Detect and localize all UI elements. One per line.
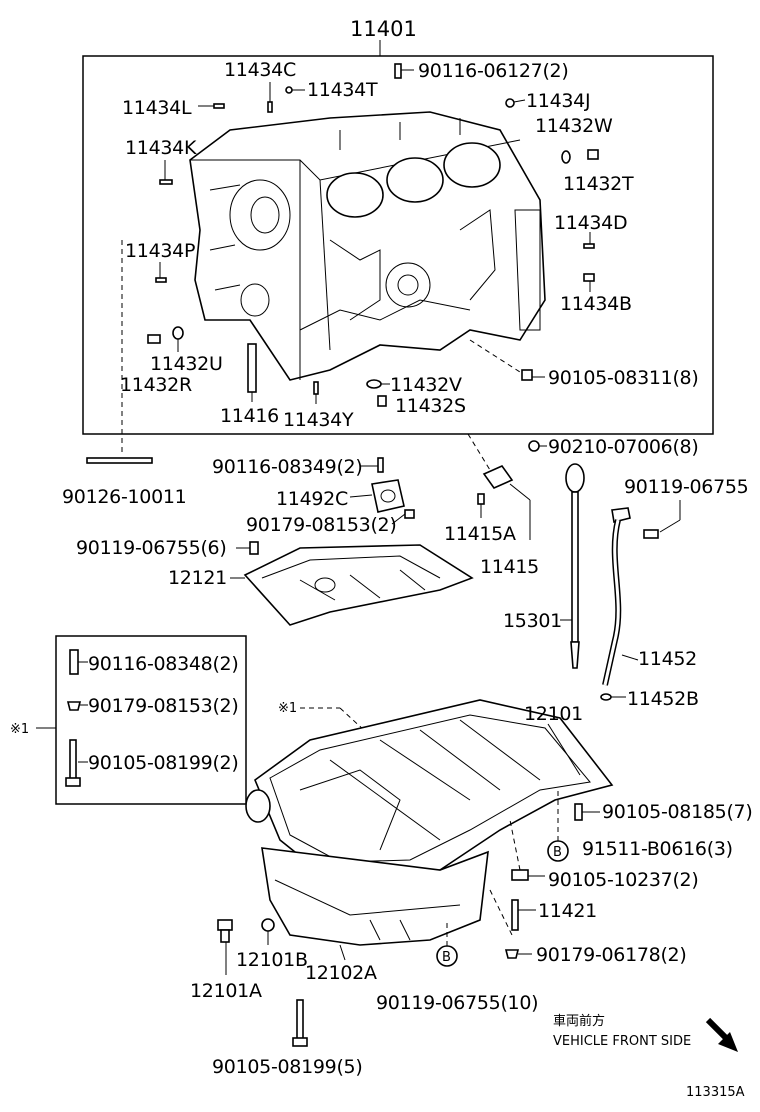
- label-90116-08348: 90116-08348(2): [88, 653, 238, 675]
- label-12101A: 12101A: [190, 980, 262, 1002]
- stud-bolt-90126: [86, 457, 153, 464]
- vehicle-front-jp: 車両前方: [553, 1013, 605, 1029]
- label-11434J: 11434J: [526, 90, 590, 112]
- label-90116-08349: 90116-08349(2): [212, 456, 362, 478]
- block-small-parts: [147, 63, 599, 407]
- label-90105-08185: 90105-08185(7): [602, 801, 752, 823]
- front-arrow-icon: [705, 1017, 738, 1052]
- oil-level-gauge-15301: [565, 463, 585, 669]
- label-11452B: 11452B: [627, 688, 699, 710]
- label-90210-07006: 90210-07006(8): [548, 436, 698, 458]
- label-11434L: 11434L: [122, 97, 192, 119]
- label-15301: 15301: [503, 610, 562, 632]
- vehicle-front-en: VEHICLE FRONT SIDE: [553, 1034, 691, 1049]
- label-12121: 12121: [168, 567, 227, 589]
- label-90119-06755-6: 90119-06755(6): [76, 537, 226, 559]
- oil-pan-12101: [245, 699, 614, 946]
- label-11416: 11416: [220, 405, 279, 427]
- label-11432T: 11432T: [563, 173, 634, 195]
- ref-b-bottom: B: [442, 950, 451, 965]
- label-91511-B0616: 91511-B0616(3): [582, 838, 733, 860]
- label-11434T: 11434T: [307, 79, 378, 101]
- label-11401: 11401: [350, 17, 417, 41]
- label-90105-08199-5: 90105-08199(5): [212, 1056, 362, 1078]
- label-90119-06755-10: 90119-06755(10): [376, 992, 538, 1014]
- label-90119-06755: 90119-06755: [624, 476, 748, 498]
- gasket-11492C: [371, 479, 405, 513]
- label-11415: 11415: [480, 556, 539, 578]
- label-90105-08199-2: 90105-08199(2): [88, 752, 238, 774]
- label-90179-08153-a: 90179-08153(2): [246, 514, 396, 536]
- label-90179-08153-b: 90179-08153(2): [88, 695, 238, 717]
- label-11434K: 11434K: [125, 137, 197, 159]
- cylinder-block: [189, 111, 546, 381]
- label-90116-06127: 90116-06127(2): [418, 60, 568, 82]
- note-1-pan-marker: ※1: [278, 701, 297, 716]
- label-11434Y: 11434Y: [283, 409, 354, 431]
- label-11492C: 11492C: [276, 488, 348, 510]
- label-11432S: 11432S: [395, 395, 466, 417]
- guide-tube-11452: [600, 507, 631, 701]
- label-12101B: 12101B: [236, 949, 308, 971]
- baffle-plate-12121: [243, 544, 474, 626]
- label-11421: 11421: [538, 900, 597, 922]
- ref-b-right: B: [553, 845, 562, 860]
- label-90105-10237: 90105-10237(2): [548, 869, 698, 891]
- label-90179-06178: 90179-06178(2): [536, 944, 686, 966]
- label-12102A: 12102A: [305, 962, 377, 984]
- label-11432V: 11432V: [390, 374, 462, 396]
- label-11434P: 11434P: [125, 240, 195, 262]
- label-11434D: 11434D: [554, 212, 627, 234]
- label-11452: 11452: [638, 648, 697, 670]
- label-11434C: 11434C: [224, 59, 296, 81]
- cylinder-block-frame: [82, 55, 714, 435]
- label-90126-10011: 90126-10011: [62, 486, 186, 508]
- label-11415A: 11415A: [444, 523, 516, 545]
- label-90105-08311: 90105-08311(8): [548, 367, 698, 389]
- label-11432U: 11432U: [150, 353, 223, 375]
- label-11434B: 11434B: [560, 293, 632, 315]
- note-1-marker: ※1: [10, 722, 29, 737]
- oil-strainer-11415: [482, 465, 514, 489]
- figure-code: 113315A: [686, 1085, 745, 1100]
- label-11432R: 11432R: [120, 374, 192, 396]
- note-1-box: [55, 635, 247, 805]
- label-11432W: 11432W: [535, 115, 613, 137]
- label-12101: 12101: [524, 703, 583, 725]
